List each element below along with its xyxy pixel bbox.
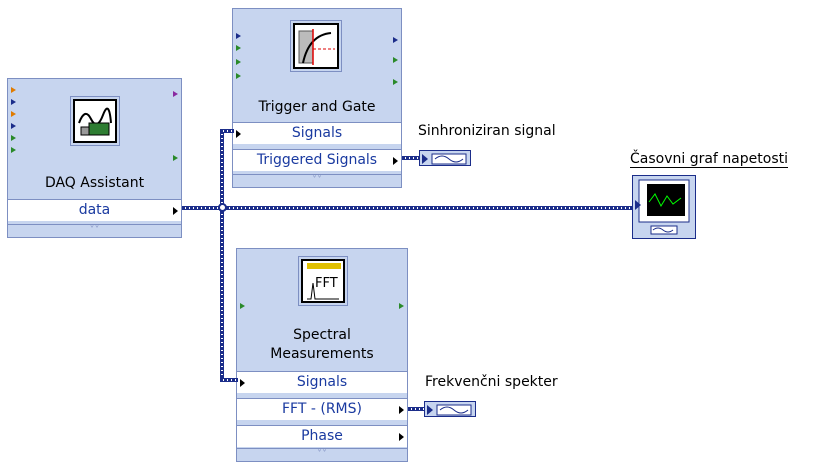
terminal-marker xyxy=(11,99,16,105)
trigger-gate-output-triggered[interactable]: Triggered Signals xyxy=(233,149,401,171)
terminal-marker xyxy=(236,59,241,65)
trigger-gate-output-label: Triggered Signals xyxy=(256,152,378,168)
fft-icon: FFT xyxy=(301,259,345,303)
daq-output-label: data xyxy=(78,202,111,218)
frekvencni-indicator[interactable] xyxy=(424,401,476,417)
spectral-output-fft[interactable]: FFT - (RMS) xyxy=(237,398,407,420)
wire-fft-out[interactable] xyxy=(408,407,426,411)
terminal-marker xyxy=(236,45,241,51)
output-arrow-icon xyxy=(173,207,178,215)
waveform-icon xyxy=(422,153,467,165)
input-arrow-icon xyxy=(240,379,245,387)
input-arrow-icon xyxy=(236,130,241,138)
wire-branch-up[interactable] xyxy=(220,130,224,210)
trigger-gate-block[interactable]: Trigger and Gate Signals Triggered Signa… xyxy=(232,8,402,188)
sinhroniziran-indicator[interactable] xyxy=(419,150,471,166)
spectral-title-1: Spectral xyxy=(293,327,351,343)
terminal-marker xyxy=(11,135,16,141)
wire-branch-down[interactable] xyxy=(220,206,224,382)
terminal-marker xyxy=(240,303,245,309)
terminal-marker xyxy=(11,87,16,93)
waveform-icon xyxy=(427,404,472,416)
terminal-marker xyxy=(173,155,178,161)
wire-data-main[interactable] xyxy=(182,206,634,210)
spectral-output1-label: FFT - (RMS) xyxy=(282,401,362,417)
expand-handle[interactable]: ˅˅ xyxy=(8,224,181,237)
terminal-marker xyxy=(11,123,16,129)
spectral-input-signals[interactable]: Signals xyxy=(237,371,407,393)
output-arrow-icon xyxy=(399,433,404,441)
spectral-input-label: Signals xyxy=(296,374,348,390)
terminal-marker xyxy=(393,37,398,43)
output-arrow-icon xyxy=(393,157,398,165)
daq-output-data[interactable]: data xyxy=(8,199,181,221)
terminal-marker xyxy=(236,33,241,39)
spectral-title-2: Measurements xyxy=(270,346,374,362)
daq-title: DAQ Assistant xyxy=(44,175,145,191)
output-arrow-icon xyxy=(399,406,404,414)
terminal-marker xyxy=(236,73,241,79)
wire-to-trigger[interactable] xyxy=(220,129,234,133)
trigger-gate-input-label: Signals xyxy=(291,125,343,141)
expand-handle[interactable]: ˅˅ xyxy=(237,448,407,461)
sinhroniziran-label: Sinhroniziran signal xyxy=(418,123,556,139)
spectral-output-phase[interactable]: Phase xyxy=(237,425,407,447)
wire-junction xyxy=(218,203,227,212)
terminal-marker xyxy=(11,111,16,117)
terminal-marker xyxy=(11,147,16,153)
expand-handle[interactable]: ˅˅ xyxy=(233,174,401,187)
wire-to-spectral[interactable] xyxy=(220,378,238,382)
graph-icon xyxy=(635,179,690,235)
terminal-marker xyxy=(393,57,398,63)
terminal-marker xyxy=(173,91,178,97)
frekvencni-label: Frekvenčni spekter xyxy=(425,374,558,390)
daq-assistant-block[interactable]: DAQ Assistant data ˅˅ xyxy=(7,78,182,238)
terminal-marker xyxy=(399,303,404,309)
wire-triggered-out[interactable] xyxy=(402,156,420,160)
trigger-gate-input-signals[interactable]: Signals xyxy=(233,122,401,144)
spectral-output2-label: Phase xyxy=(301,428,343,444)
casovni-label: Časovni graf napetosti xyxy=(630,151,788,168)
casovni-graph-indicator[interactable] xyxy=(632,175,696,239)
daq-icon xyxy=(73,99,117,143)
trigger-gate-icon xyxy=(293,23,339,69)
spectral-block[interactable]: FFT Spectral Measurements Signals FFT - … xyxy=(236,248,408,462)
fft-icon-text: FFT xyxy=(315,276,338,291)
trigger-gate-title: Trigger and Gate xyxy=(258,99,376,115)
terminal-marker xyxy=(393,79,398,85)
